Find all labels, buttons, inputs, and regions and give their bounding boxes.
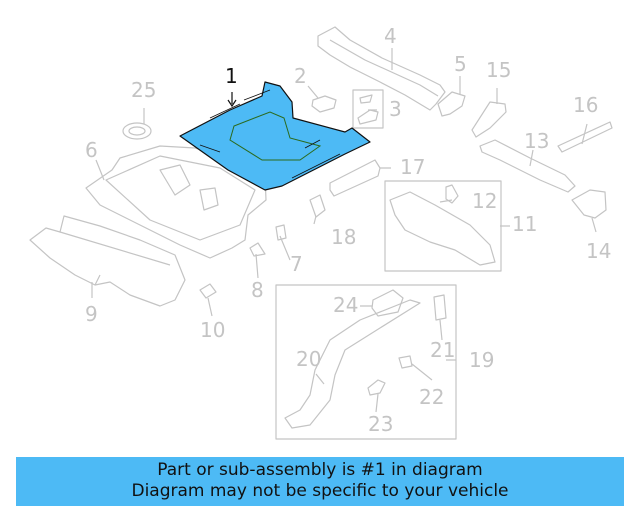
callout-11[interactable]: 11 bbox=[512, 212, 538, 236]
callout-9[interactable]: 9 bbox=[85, 302, 98, 326]
part-4-shape bbox=[317, 26, 446, 111]
part-18-shape bbox=[309, 194, 326, 218]
part-23-shape bbox=[367, 379, 386, 396]
callout-24[interactable]: 24 bbox=[333, 293, 359, 317]
callout-17[interactable]: 17 bbox=[400, 155, 426, 179]
part-7-shape bbox=[275, 224, 287, 241]
part-9-shape bbox=[29, 215, 186, 307]
parts-diagram bbox=[29, 26, 613, 440]
part-24-shape bbox=[371, 289, 404, 317]
part-16-shape bbox=[557, 121, 613, 153]
part-21-shape bbox=[433, 294, 447, 321]
part-1-shape bbox=[179, 81, 371, 191]
callout-2[interactable]: 2 bbox=[294, 64, 307, 88]
part-20-shape bbox=[284, 299, 421, 429]
callout-1[interactable]: 1 bbox=[225, 64, 238, 88]
banner-line-2: Diagram may not be specific to your vehi… bbox=[131, 481, 509, 501]
part-19-box bbox=[275, 284, 457, 440]
part-17-shape bbox=[329, 159, 381, 197]
info-banner: Part or sub-assembly is #1 in diagram Di… bbox=[16, 457, 624, 506]
part-11-shape bbox=[389, 191, 496, 266]
part-6-shape bbox=[85, 145, 267, 259]
part-14-shape bbox=[571, 189, 607, 219]
callout-13[interactable]: 13 bbox=[524, 129, 550, 153]
callout-14[interactable]: 14 bbox=[586, 239, 612, 263]
callout-4[interactable]: 4 bbox=[384, 24, 397, 48]
part-12-shape bbox=[445, 184, 459, 204]
banner-line-1: Part or sub-assembly is #1 in diagram bbox=[157, 460, 483, 480]
callout-12[interactable]: 12 bbox=[472, 189, 498, 213]
part-3-box bbox=[352, 89, 384, 129]
callout-23[interactable]: 23 bbox=[368, 412, 394, 436]
callout-16[interactable]: 16 bbox=[573, 93, 599, 117]
part-15-shape bbox=[471, 101, 507, 138]
callout-20[interactable]: 20 bbox=[296, 347, 322, 371]
callout-25[interactable]: 25 bbox=[131, 78, 157, 102]
part-10-shape bbox=[199, 283, 217, 299]
part-13-shape bbox=[479, 139, 576, 193]
callout-3[interactable]: 3 bbox=[389, 97, 402, 121]
callout-5[interactable]: 5 bbox=[454, 52, 467, 76]
callout-10[interactable]: 10 bbox=[200, 318, 226, 342]
callout-8[interactable]: 8 bbox=[251, 278, 264, 302]
part-25-shape bbox=[122, 122, 152, 140]
callout-6[interactable]: 6 bbox=[85, 138, 98, 162]
callout-15[interactable]: 15 bbox=[486, 58, 512, 82]
part-8-shape bbox=[249, 242, 266, 257]
callout-7[interactable]: 7 bbox=[290, 252, 303, 276]
callout-18[interactable]: 18 bbox=[331, 225, 357, 249]
part-2-shape bbox=[311, 95, 337, 113]
callout-19[interactable]: 19 bbox=[469, 348, 495, 372]
part-22-shape bbox=[398, 355, 413, 369]
callout-22[interactable]: 22 bbox=[419, 385, 445, 409]
callout-21[interactable]: 21 bbox=[430, 338, 456, 362]
part-5-shape bbox=[437, 91, 466, 117]
